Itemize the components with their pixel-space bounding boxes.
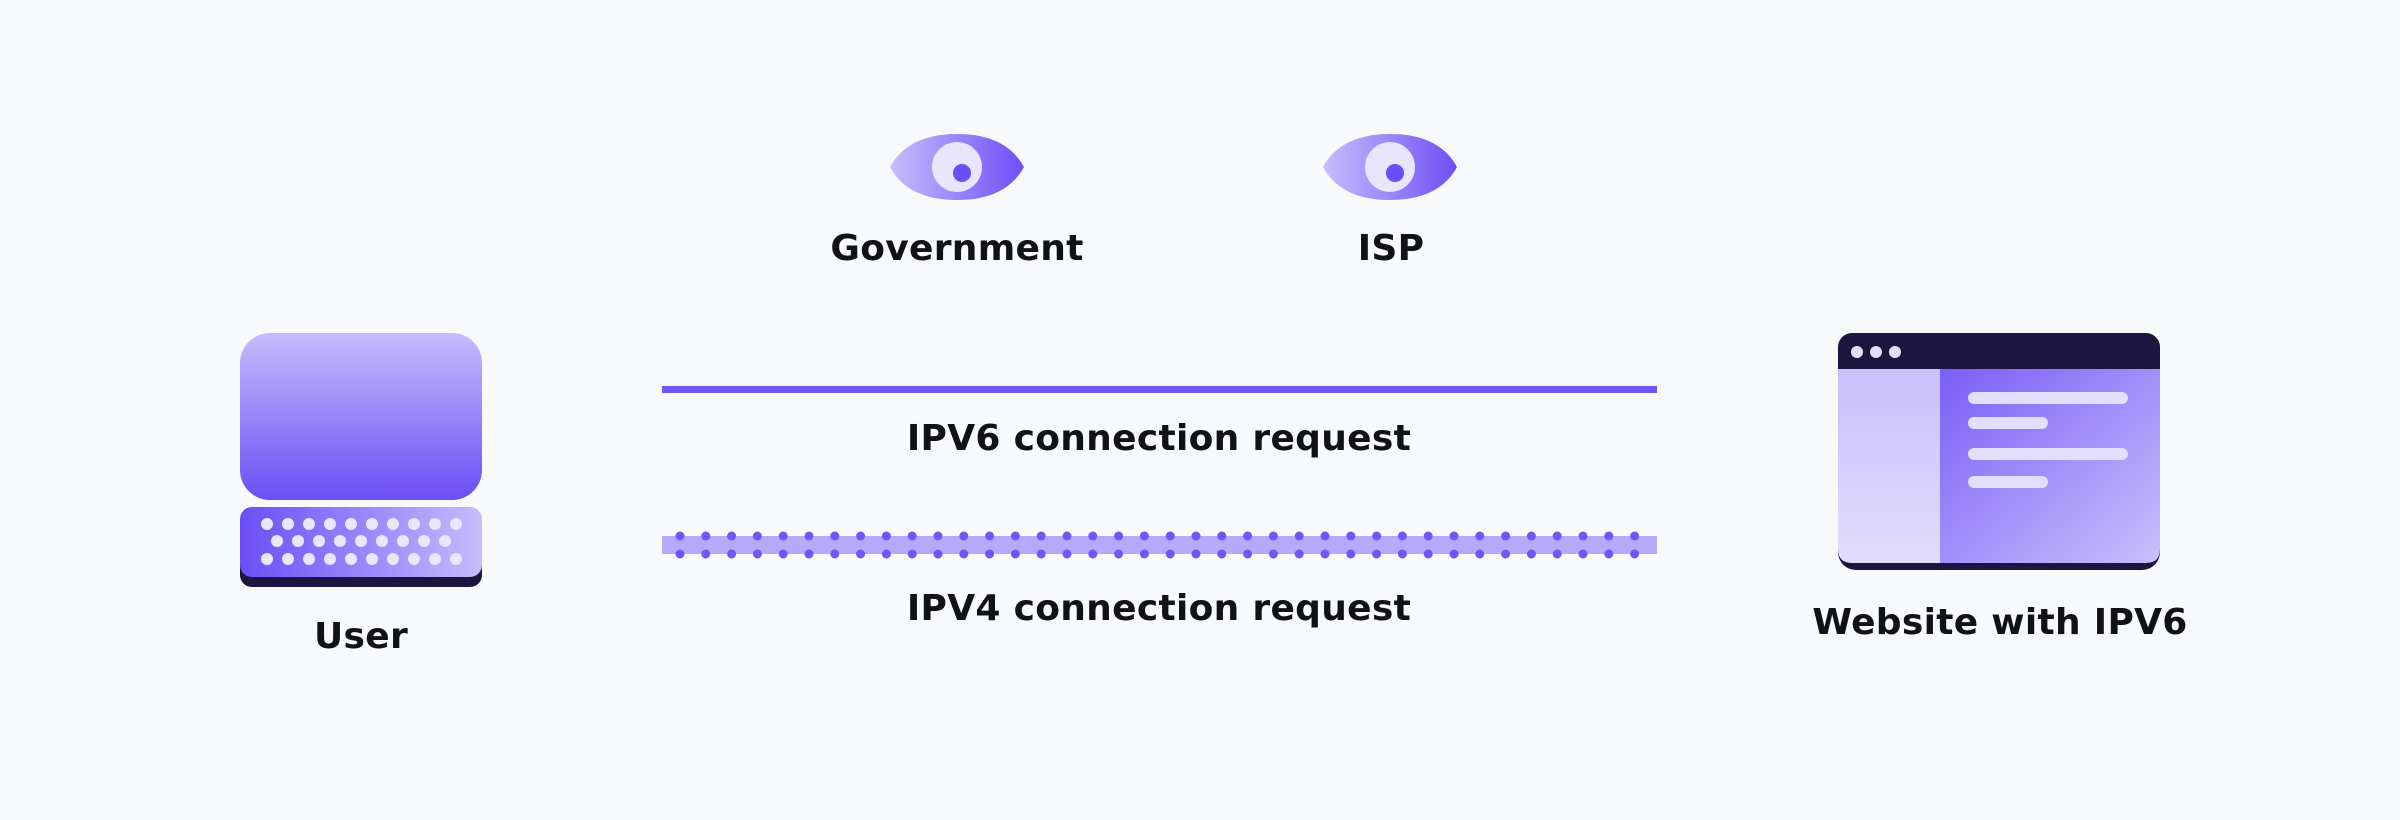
ipv4-dot (675, 531, 685, 541)
ipv4-dot (1423, 531, 1433, 541)
ipv4-dot (1372, 549, 1382, 559)
ipv4-dot (1397, 531, 1407, 541)
ipv4-dot (830, 531, 840, 541)
ipv4-dot (959, 531, 969, 541)
ipv4-dot (1268, 531, 1278, 541)
website-label: Website with IPV6 (1812, 602, 2188, 643)
ipv4-dot (985, 531, 995, 541)
ipv4-dot (1243, 549, 1253, 559)
ipv4-dot (985, 549, 995, 559)
ipv4-dot (1268, 549, 1278, 559)
ipv4-dot (701, 549, 711, 559)
ipv4-dot (933, 549, 943, 559)
ipv4-dot (1320, 531, 1330, 541)
ipv4-dot (1449, 549, 1459, 559)
ipv4-dot (1475, 549, 1485, 559)
ipv4-dot (1010, 531, 1020, 541)
ipv4-dot (1604, 549, 1614, 559)
ipv4-dot (959, 549, 969, 559)
ipv4-dot (804, 531, 814, 541)
ipv4-dot (881, 549, 891, 559)
desktop-computer-icon (240, 333, 482, 587)
ipv4-dot (752, 531, 762, 541)
ipv4-dot (907, 549, 917, 559)
ipv4-dot (1217, 531, 1227, 541)
ipv6-connection-label: IPV6 connection request (906, 418, 1412, 459)
ipv4-dot (856, 549, 866, 559)
ipv4-dot (727, 549, 737, 559)
ipv4-dot (752, 549, 762, 559)
ipv4-dot (881, 531, 891, 541)
ipv4-dot (933, 531, 943, 541)
ipv4-dot (675, 549, 685, 559)
isp-label: ISP (1357, 228, 1425, 269)
ipv6-connection-line (662, 386, 1657, 393)
ipv4-dot (1346, 549, 1356, 559)
ipv4-dot (1294, 531, 1304, 541)
ipv4-dot (1217, 549, 1227, 559)
browser-window-icon (1838, 333, 2160, 570)
ipv4-dot (1552, 531, 1562, 541)
ipv4-dot (1036, 531, 1046, 541)
ipv4-dot (1526, 531, 1536, 541)
ipv4-connection-line (662, 531, 1657, 559)
ipv4-dot (1088, 531, 1098, 541)
ipv4-dot (1630, 531, 1640, 541)
ipv4-dot (1320, 549, 1330, 559)
ipv4-dot (1630, 549, 1640, 559)
ipv4-dot (907, 531, 917, 541)
ipv4-dot (1191, 531, 1201, 541)
ipv4-dot (1294, 549, 1304, 559)
ipv4-dot (778, 531, 788, 541)
ipv4-dot (1114, 531, 1124, 541)
ipv4-dot (1114, 549, 1124, 559)
ipv4-dot (856, 531, 866, 541)
ipv4-dot (778, 549, 788, 559)
ipv4-dot (804, 549, 814, 559)
ipv4-dot (1423, 549, 1433, 559)
ipv4-dot (1165, 549, 1175, 559)
ipv4-dot (1475, 531, 1485, 541)
ipv4-dot (727, 531, 737, 541)
ipv4-dot (701, 531, 711, 541)
ipv4-dot (1552, 549, 1562, 559)
ipv4-dot (1578, 549, 1588, 559)
government-label: Government (830, 228, 1084, 269)
ipv4-dot (1139, 549, 1149, 559)
ipv4-dot (1036, 549, 1046, 559)
ipv4-dot (1191, 549, 1201, 559)
ipv4-dot (830, 549, 840, 559)
ipv4-dot (1088, 549, 1098, 559)
ipv4-dot (1010, 549, 1020, 559)
ipv4-dot (1604, 531, 1614, 541)
ipv4-dot (1165, 531, 1175, 541)
ipv4-connection-label: IPV4 connection request (906, 588, 1412, 629)
ipv4-dot (1062, 531, 1072, 541)
ipv4-dot (1372, 531, 1382, 541)
ipv4-dot (1346, 531, 1356, 541)
ipv4-dot (1501, 549, 1511, 559)
ipv4-dot (1578, 531, 1588, 541)
isp-eye-icon (1323, 134, 1457, 200)
ipv4-dot (1062, 549, 1072, 559)
government-eye-icon (890, 134, 1024, 200)
ipv4-dot (1501, 531, 1511, 541)
ipv4-dot (1243, 531, 1253, 541)
ipv4-dot (1139, 531, 1149, 541)
ipv4-dot (1526, 549, 1536, 559)
ipv4-dot (1449, 531, 1459, 541)
user-label: User (313, 616, 409, 657)
ipv4-dot (1397, 549, 1407, 559)
